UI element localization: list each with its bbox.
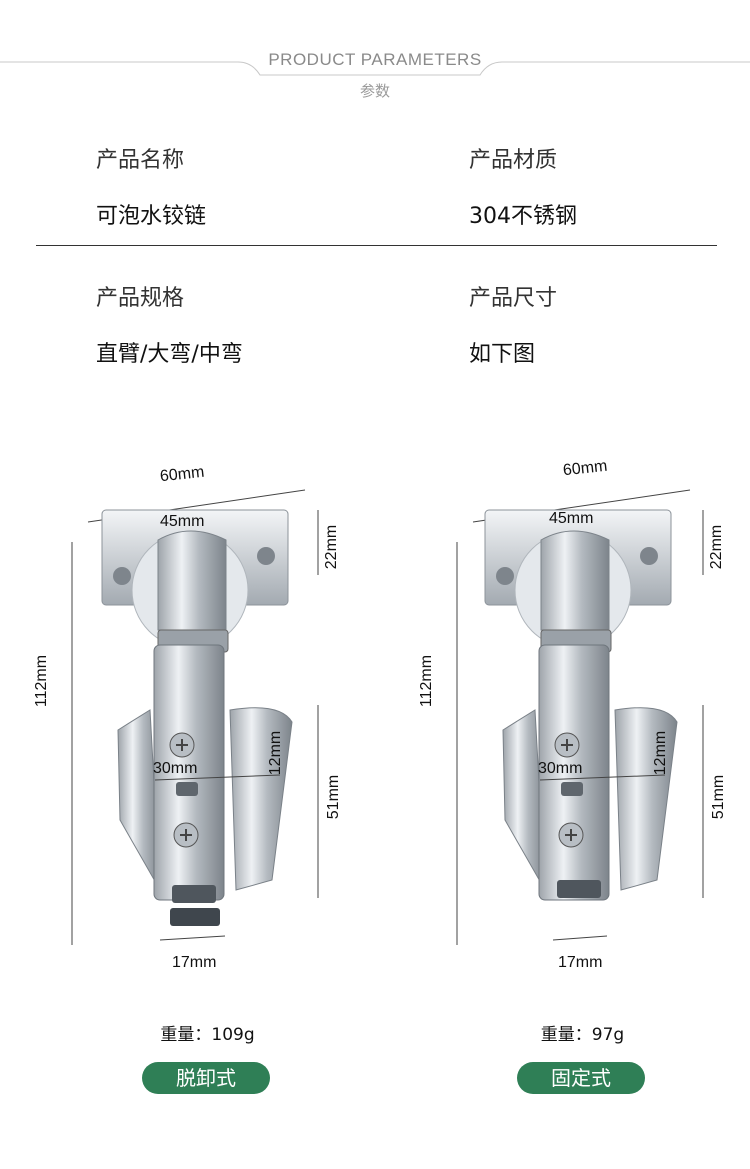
dim-plate-height: 22mm: [708, 524, 726, 570]
hinge-drawing: [71, 489, 319, 945]
dim-cup-width: 30mm: [153, 760, 198, 777]
header-ornament-line: [0, 61, 750, 76]
param-size-label: 产品尺寸: [469, 286, 558, 311]
hinge-illustration-detachable: 60mm 45mm 22mm 112mm 30mm 12mm 51mm 17mm: [0, 440, 375, 971]
dim-lower-height: 51mm: [325, 774, 343, 820]
param-name-label: 产品名称: [96, 148, 185, 173]
dim-plate-width: 45mm: [549, 510, 594, 527]
hinge-weight-detachable: 重量：109g: [160, 1025, 255, 1045]
dim-cup-height: 12mm: [267, 730, 285, 776]
param-name-value: 可泡水铰链: [96, 204, 207, 229]
dim-plate-width: 45mm: [160, 513, 205, 530]
param-divider: [36, 245, 717, 246]
hinge-type-badge-detachable: 脱卸式: [142, 1062, 270, 1094]
dim-total-height: 112mm: [33, 654, 51, 708]
section-subtitle: 参数: [359, 82, 390, 100]
hinge-drawing: [456, 489, 704, 945]
hinge-weight-fixed: 重量：97g: [540, 1025, 625, 1045]
param-size-value: 如下图: [469, 342, 536, 367]
dim-cup-width: 30mm: [538, 760, 583, 777]
param-material-value: 304不锈钢: [469, 204, 577, 229]
dim-bottom-width: 17mm: [172, 954, 217, 971]
hinge-illustration-fixed: 60mm 45mm 22mm 112mm 30mm 12mm 51mm 17mm: [375, 440, 750, 971]
dim-plate-height: 22mm: [323, 524, 341, 570]
dim-total-height: 112mm: [418, 654, 436, 708]
param-spec-label: 产品规格: [96, 286, 185, 311]
dim-cup-height: 12mm: [652, 730, 670, 776]
hinge-type-badge-fixed: 固定式: [517, 1062, 645, 1094]
section-title: PRODUCT PARAMETERS: [268, 50, 482, 69]
dim-lower-height: 51mm: [710, 774, 728, 820]
param-spec-value: 直臂/大弯/中弯: [96, 342, 243, 367]
dim-bottom-width: 17mm: [558, 954, 603, 971]
param-material-label: 产品材质: [469, 148, 558, 173]
